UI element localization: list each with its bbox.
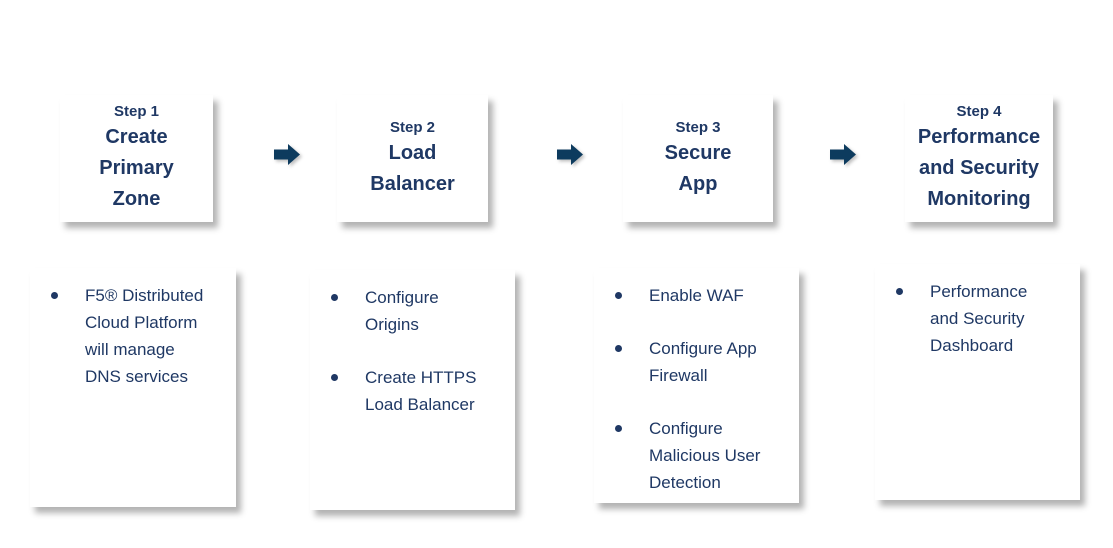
bullet-item: Enable WAF bbox=[608, 282, 795, 309]
step-detail-box-1: F5® Distributed Cloud Platform will mana… bbox=[30, 268, 236, 507]
step-label: Step 1 bbox=[113, 103, 159, 120]
step-header-box-1: Step 1 Create Primary Zone bbox=[60, 95, 213, 222]
bullet-dot-icon bbox=[896, 288, 903, 295]
step-detail-box-3: Enable WAF Configure App Firewall Config… bbox=[594, 268, 799, 503]
bullet-text: Performance and Security Dashboard bbox=[930, 282, 1028, 355]
bullet-dot-icon bbox=[331, 374, 338, 381]
step-label: Step 2 bbox=[389, 118, 435, 136]
bullet-text: F5® Distributed Cloud Platform will mana… bbox=[85, 286, 204, 386]
step-label: Step 4 bbox=[956, 103, 1002, 120]
step-title: Performance and Security Monitoring bbox=[917, 126, 1041, 210]
bullet-item: Create HTTPS Load Balancer bbox=[324, 364, 511, 418]
bullet-text: Create HTTPS Load Balancer bbox=[365, 368, 477, 414]
bullet-item: Configure Origins bbox=[324, 284, 511, 338]
step-title: Secure App bbox=[664, 141, 732, 195]
bullet-item: F5® Distributed Cloud Platform will mana… bbox=[44, 282, 232, 390]
arrow-right-icon bbox=[274, 143, 301, 166]
bullet-item: Configure Malicious User Detection bbox=[608, 415, 795, 496]
bullet-item: Configure App Firewall bbox=[608, 335, 795, 389]
arrow-right-icon bbox=[557, 143, 584, 166]
arrow-right-icon bbox=[830, 143, 857, 166]
bullet-dot-icon bbox=[615, 425, 622, 432]
step-title: Create Primary Zone bbox=[99, 126, 174, 210]
step-detail-box-4: Performance and Security Dashboard bbox=[875, 264, 1080, 500]
bullet-dot-icon bbox=[615, 292, 622, 299]
step-title: Load Balancer bbox=[370, 141, 455, 195]
bullet-dot-icon bbox=[51, 292, 58, 299]
step-header-box-4: Step 4 Performance and Security Monitori… bbox=[905, 95, 1053, 222]
bullet-text: Configure Origins bbox=[365, 288, 439, 334]
bullet-text: Configure Malicious User Detection bbox=[649, 419, 761, 492]
step-header-box-2: Step 2 Load Balancer bbox=[337, 95, 488, 222]
bullet-item: Performance and Security Dashboard bbox=[889, 278, 1076, 359]
bullet-dot-icon bbox=[615, 345, 622, 352]
bullet-text: Configure App Firewall bbox=[649, 339, 757, 385]
step-header-box-3: Step 3 Secure App bbox=[623, 95, 773, 222]
bullet-dot-icon bbox=[331, 294, 338, 301]
bullet-text: Enable WAF bbox=[649, 286, 744, 305]
step-label: Step 3 bbox=[675, 118, 721, 136]
step-detail-box-2: Configure Origins Create HTTPS Load Bala… bbox=[310, 270, 515, 510]
